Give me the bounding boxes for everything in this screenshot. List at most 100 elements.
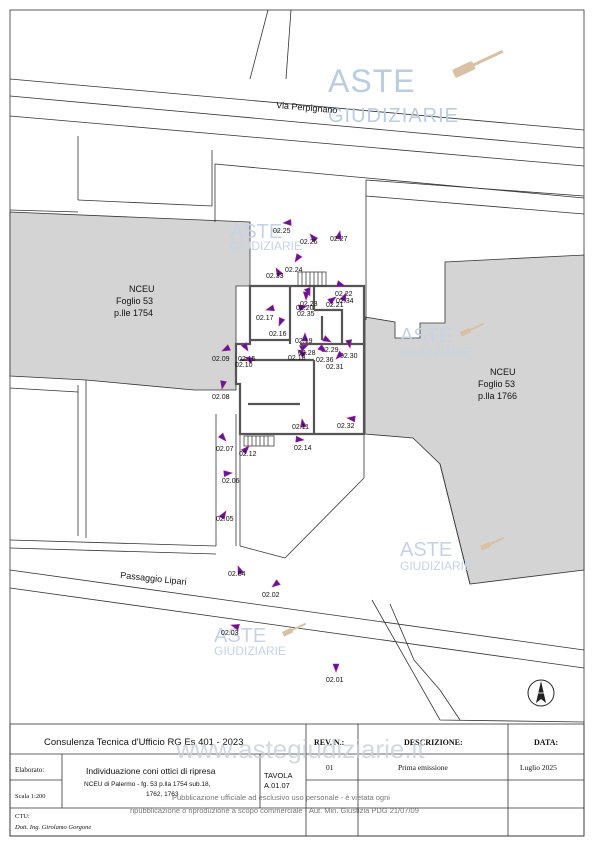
street-label-lipari: Passaggio Lipari <box>120 570 187 587</box>
view-cone-icon <box>217 432 227 442</box>
view-cone-label: 02.22 <box>335 291 353 298</box>
view-cone-marker: 02.24 <box>285 253 303 274</box>
view-cone-label: 02.21 <box>326 302 344 309</box>
gavel-icon <box>480 536 505 551</box>
watermark-line2: GIUDIZIARIE <box>328 105 459 127</box>
legal-notice-line-2: ripubblicazione o riproduzione a scopo c… <box>130 806 419 815</box>
view-cone-marker: 02.25 <box>273 218 292 235</box>
view-cone-icon <box>271 579 281 588</box>
view-cone-icon <box>335 350 345 360</box>
elaborato-subtitle-1: NCEU di Palermo - fg. 53 p.lla 1754 sub.… <box>84 781 211 788</box>
view-cone-label: 02.09 <box>212 356 230 363</box>
view-cone-marker: 02.34 <box>336 292 354 305</box>
view-cone-label: 02.20 <box>296 305 314 312</box>
watermark-site-text: www.astegiudiziarie.it <box>175 734 425 764</box>
view-cone-marker: 02.30 <box>340 339 358 360</box>
view-cone-marker: 02.31 <box>326 350 345 371</box>
view-cone-marker: 02.15 <box>238 342 256 363</box>
elaborato-label: Elaborato: <box>15 766 44 774</box>
view-cone-icon <box>302 291 310 301</box>
view-cone-icon <box>301 332 309 342</box>
view-cone-label: 02.04 <box>228 571 246 578</box>
view-cone-label: 02.17 <box>256 315 274 322</box>
view-cone-label: 02.16 <box>269 331 287 338</box>
svg-text:NCEU: NCEU <box>490 367 516 377</box>
view-cone-icon <box>346 415 356 423</box>
view-cone-icon <box>278 317 286 327</box>
north-arrow-icon <box>527 679 555 707</box>
view-cone-label: 02.29 <box>321 347 339 354</box>
view-cone-label: 02.08 <box>212 394 230 401</box>
parcel-right-shape <box>364 254 585 585</box>
ctu-name: Dott. Ing. Girolamo Gorgone <box>14 824 91 831</box>
view-cone-label: 02.05 <box>216 516 234 523</box>
view-cone-marker: 02.04 <box>228 565 246 578</box>
view-cone-icon <box>218 510 227 520</box>
view-cone-marker: 02.33 <box>266 267 284 280</box>
tavola-label: TAVOLA <box>264 771 292 780</box>
svg-text:ASTE: ASTE <box>400 325 452 347</box>
view-cone-icon <box>334 230 342 240</box>
view-cone-icon <box>300 418 307 428</box>
view-cone-marker: 02.17 <box>256 304 275 322</box>
view-cone-label: 02.32 <box>337 423 355 430</box>
view-cone-icon <box>339 292 347 302</box>
view-cone-label: 02.24 <box>285 267 303 274</box>
gavel-icon <box>460 322 485 337</box>
scale-label: Scala 1:200 <box>15 793 46 800</box>
view-cone-label: 02.03 <box>221 630 239 637</box>
svg-text:GIUDIZIARIE: GIUDIZIARIE <box>230 239 302 253</box>
view-cone-label: 02.28 <box>298 350 316 357</box>
rev-number: 01 <box>326 763 334 772</box>
view-cone-marker: 02.29 <box>321 335 339 354</box>
view-cone-icon <box>299 344 309 352</box>
view-cone-icon <box>220 380 227 390</box>
view-cone-icon <box>327 296 337 305</box>
parcel-right-label: NCEU Foglio 53 p.lla 1766 <box>478 367 517 401</box>
view-cone-label: 02.14 <box>294 445 312 452</box>
view-cone-label: 02.07 <box>216 446 234 453</box>
revision-description: Prima emissione <box>398 763 448 772</box>
svg-text:p.lla 1766: p.lla 1766 <box>478 391 517 401</box>
view-cone-icon <box>317 344 327 353</box>
view-cone-marker: 02.36 <box>316 344 334 364</box>
view-cone-icon <box>221 344 231 352</box>
view-cone-label: 02.35 <box>297 311 315 318</box>
view-cone-label: 02.27 <box>330 236 348 243</box>
view-cone-label: 02.25 <box>273 228 291 235</box>
parcel-left-label: NCEU Foglio 53 p.lle 1754 <box>114 284 155 318</box>
view-cone-marker: 02.28 <box>298 344 316 357</box>
view-cone-label: 02.10 <box>235 362 253 369</box>
view-cone-label: 02.01 <box>326 677 344 684</box>
view-cone-marker: 02.10 <box>235 356 254 369</box>
view-cone-marker: 02.22 <box>335 280 353 298</box>
view-cone-label: 02.36 <box>316 357 334 364</box>
view-cone-marker: 02.11 <box>292 418 309 431</box>
view-cone-marker: 02.26 <box>300 233 319 246</box>
svg-text:NCEU: NCEU <box>129 284 155 294</box>
view-cone-icon <box>240 445 250 455</box>
view-cone-marker: 02.01 <box>326 663 344 684</box>
view-cone-icon <box>265 304 275 312</box>
view-cone-label: 02.31 <box>326 364 344 371</box>
view-cone-marker: 02.16 <box>269 317 287 338</box>
view-cone-icon <box>237 565 245 575</box>
view-cone-icon <box>223 470 233 478</box>
view-cone-label: 02.23 <box>300 301 318 308</box>
svg-text:p.lle 1754: p.lle 1754 <box>114 308 153 318</box>
view-cone-label: 02.19 <box>295 338 313 345</box>
view-cone-label: 02.06 <box>222 478 240 485</box>
svg-text:Foglio 53: Foglio 53 <box>116 296 153 306</box>
view-cone-label: 02.15 <box>238 356 256 363</box>
watermark-logo-small: ASTE GIUDIZIARIE ASTE GIUDIZIARIE ASTE G… <box>214 221 505 658</box>
title-block <box>9 723 585 837</box>
gavel-icon <box>452 49 504 78</box>
view-cone-marker: 02.07 <box>216 432 234 453</box>
view-cone-marker: 02.09 <box>212 344 231 363</box>
view-cone-marker: 02.20 <box>296 291 314 312</box>
view-cone-icon <box>282 218 292 226</box>
view-cone-label: 02.18 <box>288 355 306 362</box>
view-cone-marker: 02.12 <box>239 445 257 458</box>
elaborato-title: Individuazione coni ottici di ripresa <box>86 766 216 776</box>
view-cone-icon <box>298 304 308 312</box>
